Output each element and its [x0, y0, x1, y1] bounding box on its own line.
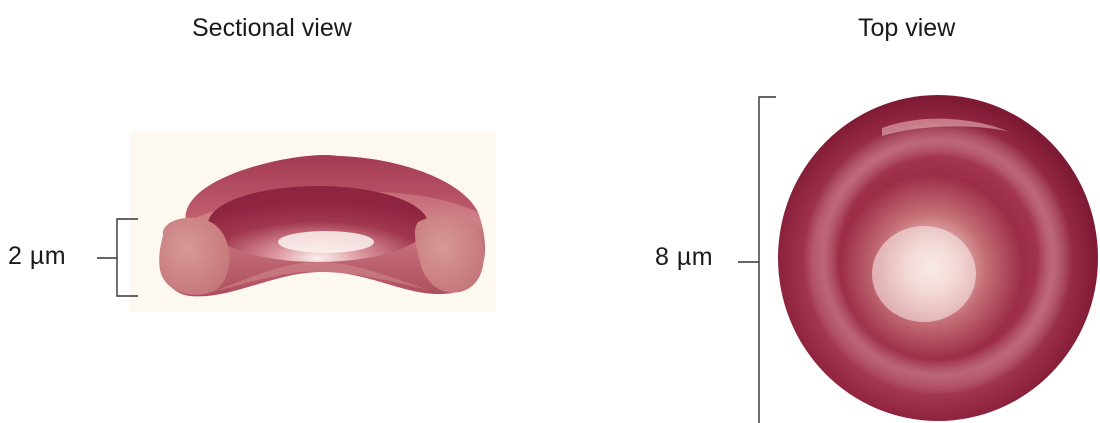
top-diameter-bracket [738, 97, 776, 423]
sectional-dish-highlight [278, 231, 374, 253]
sectional-cell [130, 132, 496, 312]
top-cell-center-glow [872, 226, 976, 322]
sectional-left-cut-face [159, 218, 229, 295]
top-view-cell [778, 95, 1098, 421]
